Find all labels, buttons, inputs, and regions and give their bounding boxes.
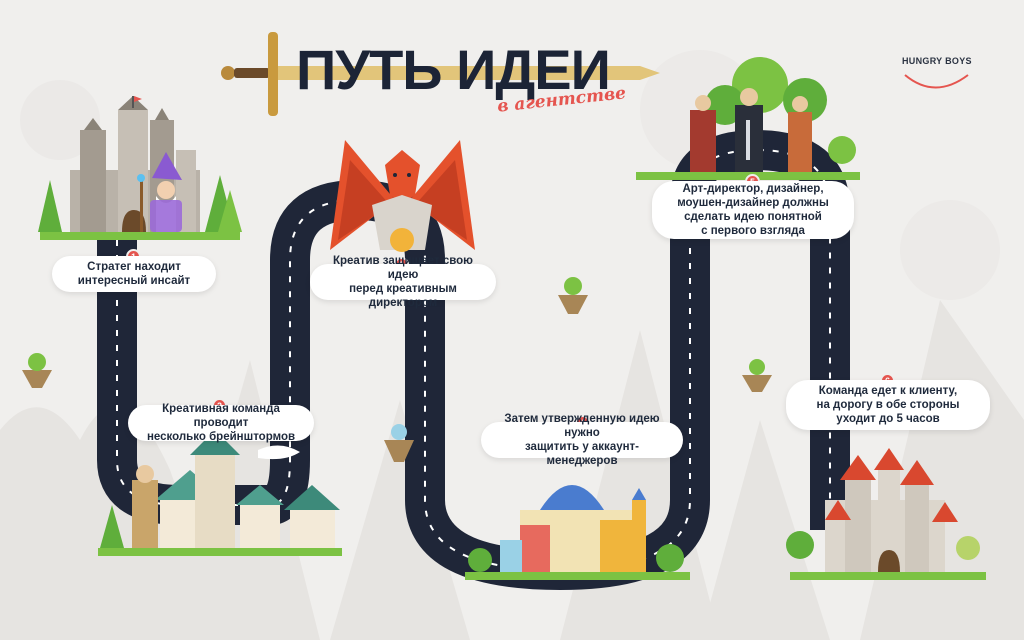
brand-name: HUNGRY BOYS bbox=[902, 56, 972, 66]
red-castle-icon bbox=[786, 448, 986, 580]
forest-characters-icon bbox=[636, 57, 860, 180]
step-2-caption: Креативная команда проводит несколько бр… bbox=[128, 403, 314, 443]
sword-icon bbox=[221, 32, 660, 116]
step-2-text: Креативная команда проводит несколько бр… bbox=[146, 403, 296, 443]
step-4-text: Затем утвержденную идею нужно защитить у… bbox=[504, 413, 660, 467]
smile-logo-icon bbox=[904, 74, 969, 89]
step-1-caption: Стратег находит интересный инсайт bbox=[52, 256, 216, 292]
palace-icon bbox=[465, 485, 690, 580]
road-path bbox=[97, 130, 850, 590]
floating-island-icon bbox=[22, 277, 772, 462]
step-3-caption: Креатив защищает свою идею перед креатив… bbox=[310, 255, 496, 309]
step-6-caption: Команда едет к клиенту, на дорогу в обе … bbox=[786, 380, 990, 430]
step-6-text: Команда едет к клиенту, на дорогу в обе … bbox=[816, 385, 960, 425]
dragon-icon bbox=[330, 140, 475, 252]
step-1-text: Стратег находит интересный инсайт bbox=[77, 261, 191, 287]
road-markings bbox=[116, 148, 831, 572]
step-3-text: Креатив защищает свою идею перед креатив… bbox=[332, 255, 473, 309]
step-5-caption: Арт-директор, дизайнер, моушен-дизайнер … bbox=[652, 181, 854, 239]
wizard-icon bbox=[137, 152, 182, 232]
step-5-text: Арт-директор, дизайнер, моушен-дизайнер … bbox=[677, 183, 829, 237]
village-icon bbox=[98, 430, 342, 556]
page-title: ПУТЬ ИДЕИ bbox=[296, 38, 611, 101]
step-4-caption: Затем утвержденную идею нужно защитить у… bbox=[481, 413, 683, 467]
